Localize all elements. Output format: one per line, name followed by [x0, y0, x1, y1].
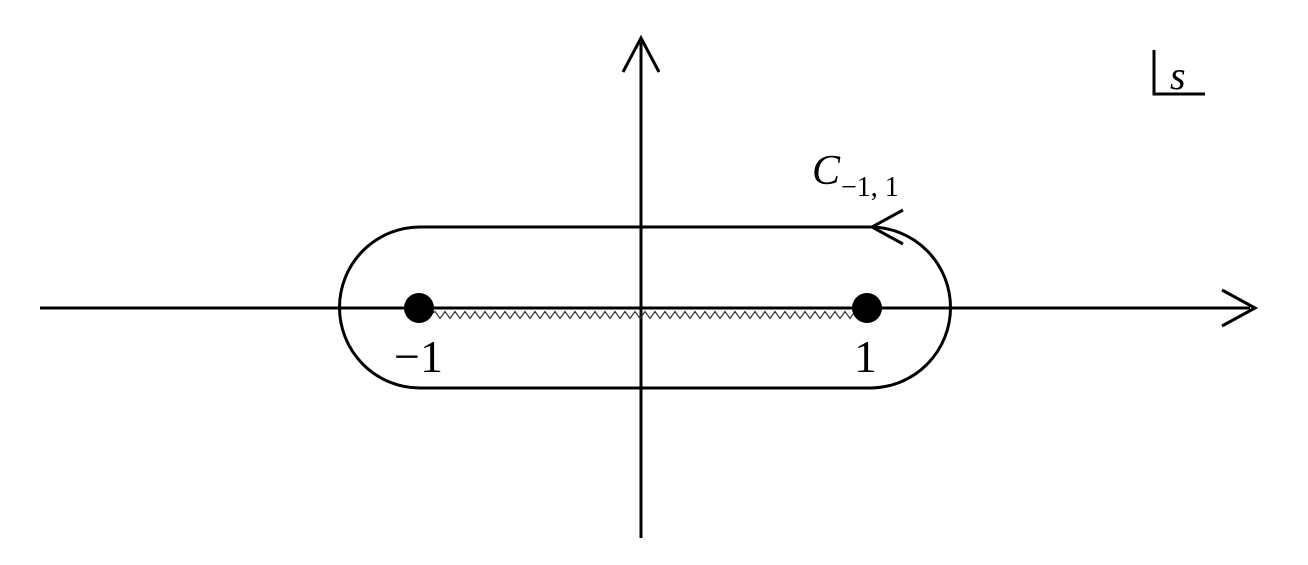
contour-label-main: C: [812, 148, 841, 194]
real-axis-arrowhead: [1221, 288, 1259, 328]
point-label-one: 1: [854, 331, 877, 382]
branch-point-left: [404, 293, 434, 323]
contour-label-subscript: −1, 1: [841, 172, 899, 203]
plane-corner-marker: [1152, 50, 1205, 96]
branch-point-right: [852, 293, 882, 323]
branch-cut: [429, 310, 856, 320]
imaginary-axis-arrowhead: [621, 34, 661, 73]
point-label-minus-one: −1: [394, 331, 443, 382]
contour-direction-arrowhead: [868, 208, 904, 246]
contour-label: C−1, 1: [812, 148, 899, 202]
contour-path: [338, 225, 952, 390]
plane-label: s: [1170, 53, 1186, 98]
